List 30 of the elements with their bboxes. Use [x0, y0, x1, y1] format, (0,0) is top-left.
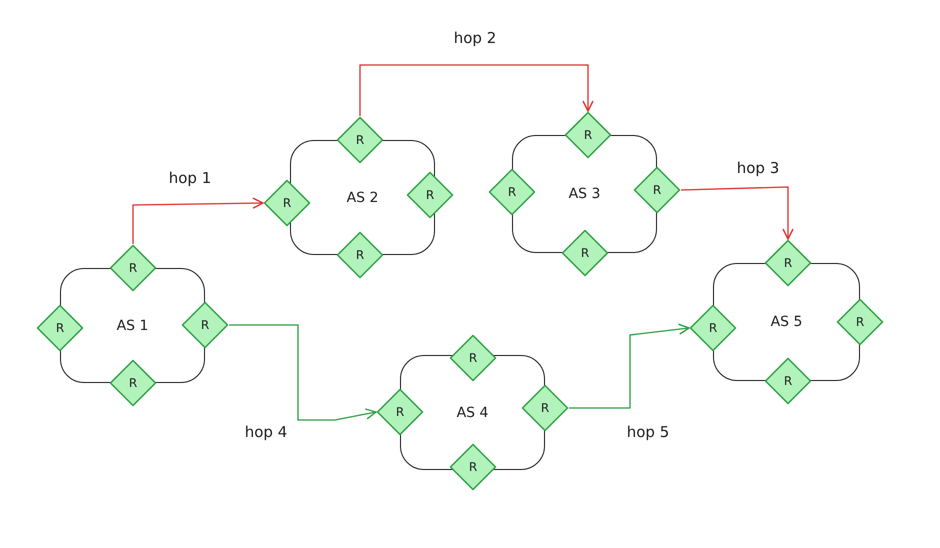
- as-label: AS 3: [568, 186, 600, 202]
- arrow: [680, 186, 794, 240]
- router-label: R: [396, 405, 404, 419]
- router-label: R: [708, 321, 718, 335]
- router-label: R: [508, 185, 516, 199]
- router-label: R: [128, 376, 138, 390]
- router-label: R: [128, 261, 138, 275]
- as-label: AS 1: [116, 318, 148, 334]
- router-label: R: [200, 318, 210, 332]
- router-label: R: [540, 401, 550, 415]
- router-label: R: [468, 351, 478, 365]
- router-label: R: [784, 256, 792, 270]
- router-label: R: [356, 248, 364, 262]
- router-label: R: [282, 196, 292, 210]
- router-label: R: [426, 188, 434, 202]
- router-label: R: [652, 183, 662, 197]
- router-label: R: [580, 246, 590, 260]
- router-label: R: [468, 460, 478, 474]
- arrow: [229, 324, 377, 421]
- as-label: AS 5: [770, 314, 802, 330]
- as-label: AS 2: [346, 190, 378, 206]
- router-label: R: [856, 315, 864, 329]
- arrow: [359, 64, 594, 116]
- arrow: [132, 197, 264, 244]
- as-label: AS 4: [456, 404, 488, 420]
- router-label: R: [56, 321, 64, 335]
- router-label: R: [784, 374, 792, 388]
- router-label: R: [584, 128, 592, 142]
- router-label: R: [356, 133, 364, 147]
- arrow: [569, 324, 690, 409]
